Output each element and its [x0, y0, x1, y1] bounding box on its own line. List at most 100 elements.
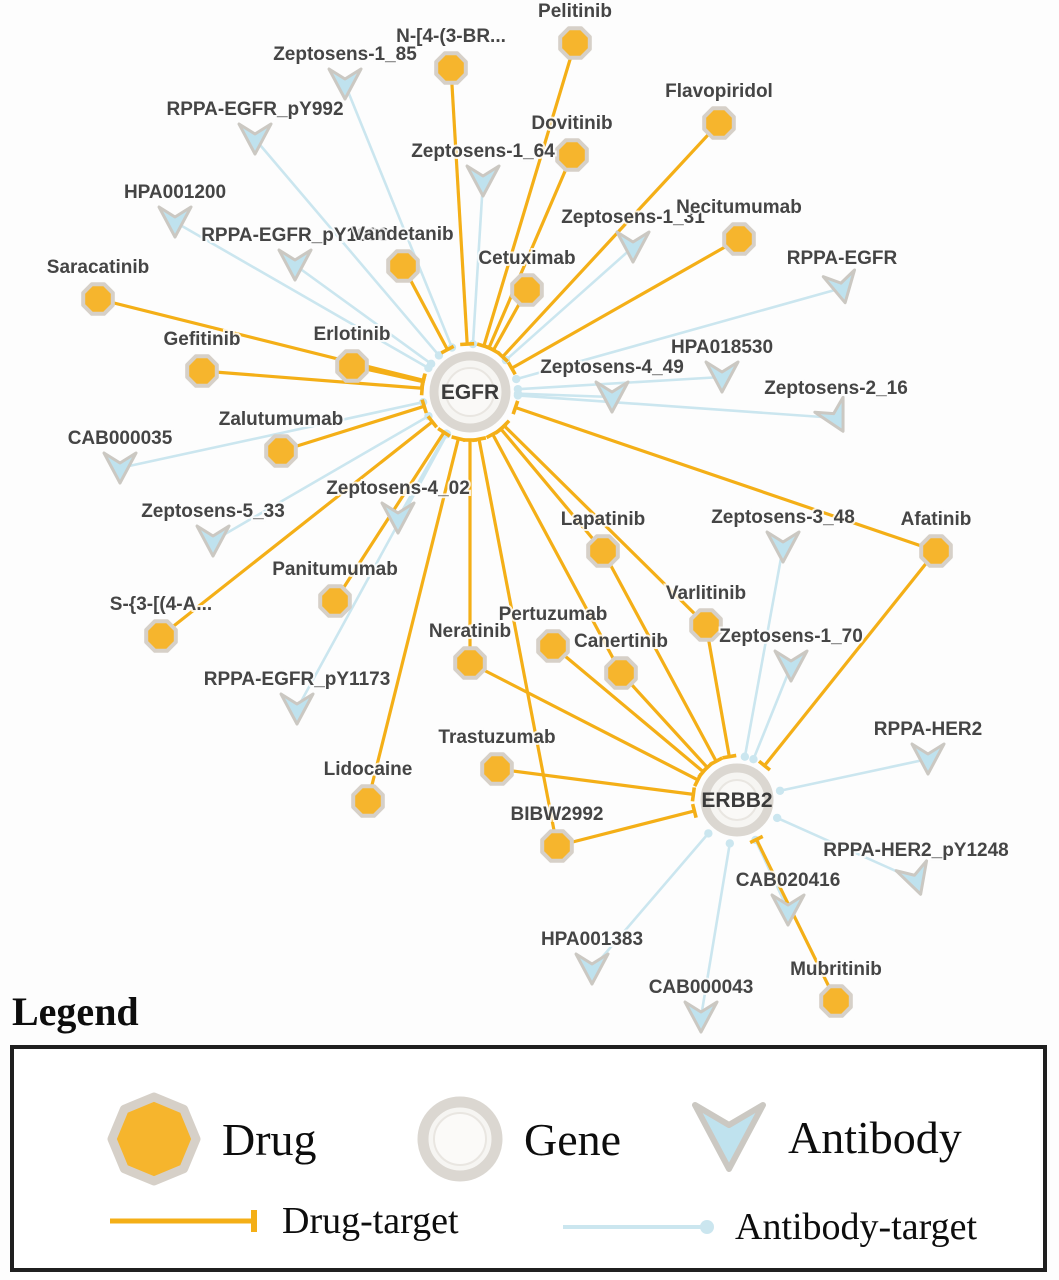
drug-node[interactable]	[264, 434, 298, 468]
drug-node[interactable]	[185, 354, 219, 388]
drug-target-edge-icon	[110, 1210, 257, 1232]
drug-node[interactable]	[919, 534, 953, 568]
antibody-target-dot	[725, 839, 734, 848]
drug-node[interactable]	[540, 829, 574, 863]
drug-node[interactable]	[586, 534, 620, 568]
drug-node[interactable]	[722, 222, 756, 256]
drug-label: S-{3-[(4-A...	[110, 594, 212, 615]
edge-drug-target	[510, 237, 740, 370]
drug-node[interactable]	[480, 752, 514, 786]
antibody-target-dot	[512, 374, 521, 384]
edges-layer	[97, 42, 938, 1018]
antibody-node[interactable]	[704, 360, 740, 394]
antibody-arrow-icon	[770, 893, 806, 927]
antibody-label: Zeptosens-5_33	[141, 501, 285, 522]
drug-node[interactable]	[318, 584, 352, 618]
antibody-arrow-icon	[102, 451, 138, 485]
edge-antibody-target	[517, 394, 837, 420]
edge-drug-target	[160, 420, 434, 638]
legend-gene-label: Gene	[524, 1113, 622, 1165]
antibody-node[interactable]	[465, 164, 501, 198]
drug-node[interactable]	[386, 249, 420, 283]
antibody-node[interactable]	[770, 893, 806, 927]
antibody-node[interactable]	[157, 205, 193, 239]
drug-label: Necitumumab	[676, 197, 802, 218]
legend-drug-label: Drug	[222, 1113, 317, 1165]
edge-antibody-target	[254, 138, 440, 357]
drug-node[interactable]	[689, 608, 723, 642]
drug-node[interactable]	[510, 273, 544, 307]
antibody-node[interactable]	[279, 692, 315, 726]
drug-label: Afatinib	[901, 509, 972, 530]
drug-label: Saracatinib	[47, 257, 149, 278]
antibody-label: RPPA-EGFR_pY1173	[204, 669, 391, 690]
gene-node[interactable]: EGFR	[429, 351, 511, 433]
antibody-label: Zeptosens-4_49	[540, 357, 684, 378]
drug-node[interactable]	[144, 619, 178, 653]
drug-node[interactable]	[555, 138, 589, 172]
edge-drug-target	[704, 624, 731, 757]
antibody-label: Zeptosens-1_31	[561, 207, 705, 228]
antibody-arrow-icon	[894, 859, 929, 896]
antibody-node[interactable]	[765, 530, 801, 564]
drug-node[interactable]	[819, 984, 853, 1018]
gene-node[interactable]: ERBB2	[700, 763, 774, 837]
edge-drug-target	[469, 661, 699, 782]
antibody-node[interactable]	[380, 501, 416, 535]
antibody-target-dot	[434, 351, 444, 360]
gene-inner-circle	[445, 367, 495, 417]
antibody-target-dot	[740, 752, 750, 761]
drug-target-tick	[690, 787, 697, 802]
drug-target-tick	[460, 341, 475, 347]
antibody-target-dot	[772, 813, 782, 823]
gene-label: EGFR	[441, 381, 499, 404]
antibody-arrow-icon	[615, 230, 651, 264]
antibody-node[interactable]	[910, 742, 946, 776]
edge-antibody-target	[471, 180, 485, 345]
edge-antibody-target	[752, 665, 793, 760]
edge-antibody-target	[779, 757, 929, 793]
antibody-node[interactable]	[574, 952, 610, 986]
drug-node[interactable]	[81, 282, 115, 316]
drug-target-tick	[697, 765, 710, 779]
drug-label: BIBW2992	[511, 804, 604, 825]
drug-node[interactable]	[453, 646, 487, 680]
antibody-arrow-icon	[574, 952, 610, 986]
antibody-node[interactable]	[102, 451, 138, 485]
drug-node[interactable]	[434, 51, 468, 85]
legend-drug-target-label: Drug-target	[282, 1200, 459, 1242]
antibody-node[interactable]	[195, 524, 231, 558]
edge-drug-target	[551, 644, 705, 773]
drug-target-tick	[511, 400, 520, 415]
antibody-label: Zeptosens-1_85	[273, 44, 417, 65]
antibody-node[interactable]	[813, 395, 857, 439]
antibody-node[interactable]	[821, 268, 861, 306]
antibody-node[interactable]	[237, 122, 273, 156]
antibody-node[interactable]	[894, 859, 936, 899]
drug-node[interactable]	[536, 629, 570, 663]
drug-node[interactable]	[604, 656, 638, 690]
antibody-arrow-icon	[773, 649, 809, 683]
antibody-node[interactable]	[277, 248, 313, 282]
drug-label: Lidocaine	[324, 759, 413, 780]
drug-label: N-[4-(3-BR...	[396, 26, 506, 47]
edge-drug-target	[449, 67, 469, 345]
drug-label: Gefitinib	[163, 329, 240, 350]
edge-drug-target	[601, 550, 718, 763]
drug-node[interactable]	[702, 106, 736, 140]
drug-node[interactable]	[335, 349, 369, 383]
edge-drug-target	[97, 297, 424, 382]
antibody-target-dot	[513, 391, 523, 400]
legend-item-drug: Drug	[102, 1087, 317, 1191]
drug-target-tick	[722, 753, 737, 760]
antibody-node[interactable]	[615, 230, 651, 264]
antibody-node[interactable]	[594, 380, 630, 414]
drug-node[interactable]	[558, 26, 592, 60]
drug-label: Varlitinib	[666, 583, 746, 604]
antibody-node[interactable]	[773, 649, 809, 683]
antibody-node[interactable]	[327, 67, 363, 101]
antibody-node[interactable]	[683, 1000, 719, 1034]
edge-antibody-target	[294, 263, 432, 365]
drug-node[interactable]	[351, 784, 385, 818]
edge-antibody-target	[295, 433, 449, 710]
